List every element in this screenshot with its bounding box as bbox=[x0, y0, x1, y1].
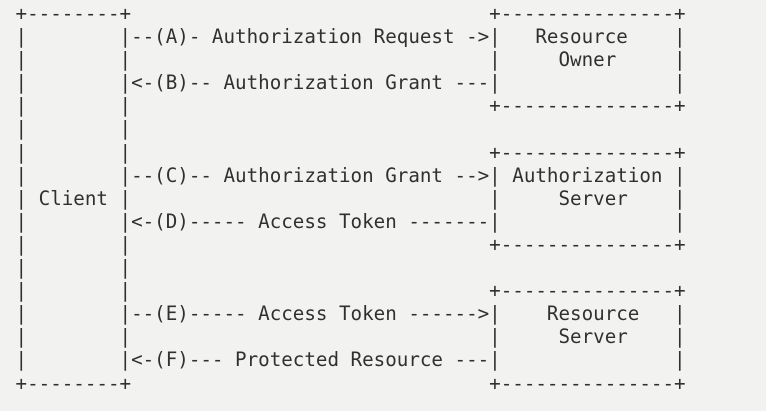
oauth-protocol-flow-ascii-diagram: +--------+ +---------------+ | |--(A)- A… bbox=[15, 2, 686, 395]
